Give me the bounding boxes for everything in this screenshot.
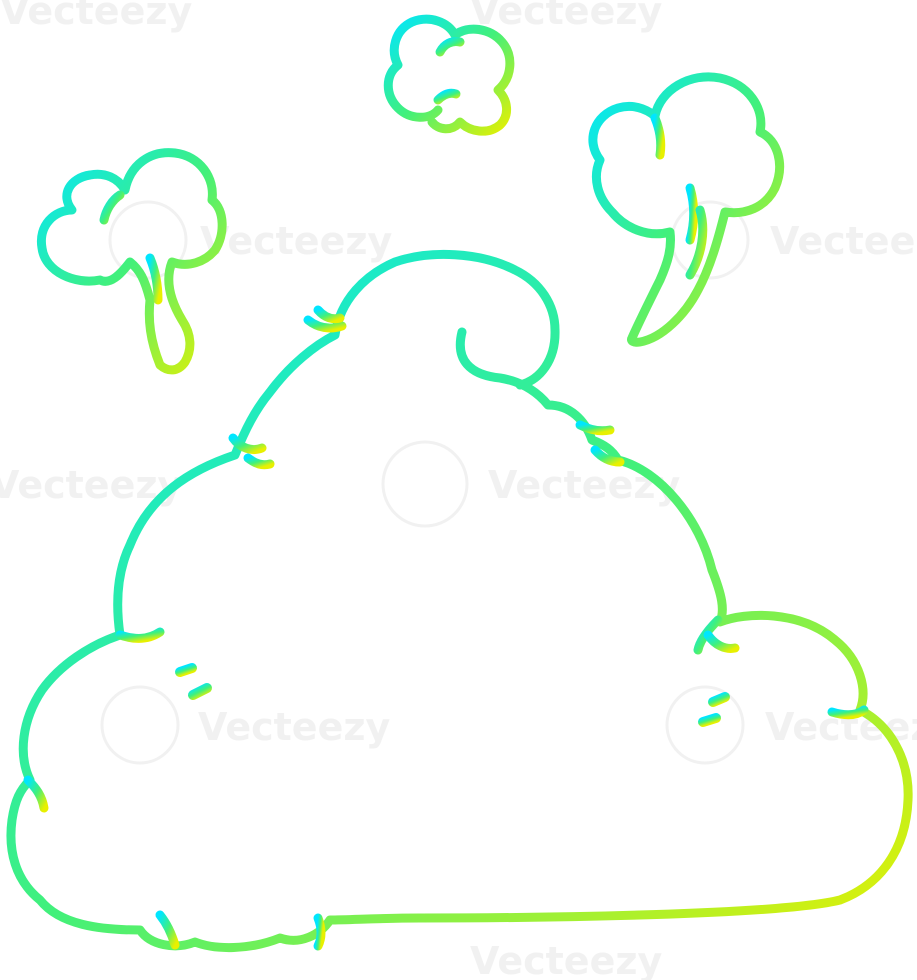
watermark-logo-icon	[100, 685, 180, 765]
cloud-detail-mark	[303, 315, 347, 333]
line-art	[6, 14, 913, 953]
cloud-eye-mark	[708, 692, 730, 707]
cloud-eye-mark	[188, 683, 212, 700]
right-puff-detail-mark	[685, 205, 708, 280]
watermark-text: Vecteezy	[488, 463, 680, 507]
cloud-detail-mark	[115, 627, 165, 643]
watermark-text: Vecteezy	[0, 463, 182, 507]
cloud-detail-mark	[827, 705, 869, 720]
right-puff-detail-mark	[685, 183, 699, 245]
cloud-detail-mark	[313, 305, 345, 324]
watermark-text: Vecteezy	[198, 705, 390, 749]
cloud-detail-mark	[243, 453, 275, 470]
middle-puff-detail-mark	[435, 37, 465, 57]
watermark-logo-icon	[381, 440, 469, 528]
watermark-text: Vecteezy	[200, 219, 392, 263]
cloud-detail-mark	[155, 910, 180, 950]
left-puff-detail-mark	[99, 190, 125, 225]
left-puff-detail-mark	[145, 253, 163, 305]
right-puff-detail-mark	[650, 113, 666, 160]
cloud-detail-mark	[590, 445, 625, 467]
watermark-logo-icon	[108, 200, 188, 280]
right-puff-cloud-icon	[588, 72, 785, 347]
cloud-eye-mark	[175, 663, 197, 677]
left-puff-cloud-icon	[36, 148, 227, 375]
cloud-detail-mark	[228, 433, 267, 455]
main-cloud-outline-icon	[6, 249, 913, 953]
watermark-text: Vecteezy	[0, 0, 192, 33]
watermark-logo-icon	[665, 685, 745, 765]
middle-puff-cloud-icon	[383, 14, 515, 136]
watermark-text: Vecteezy	[470, 0, 662, 33]
cloud-detail-mark	[23, 775, 49, 813]
middle-puff-detail-mark	[433, 88, 461, 105]
watermark-text: Vecteezy	[770, 219, 917, 263]
cloud-detail-mark	[703, 630, 740, 653]
watermark-text: Vecteezy	[470, 939, 662, 980]
cloud-detail-mark	[575, 420, 615, 436]
cloud-eye-mark	[698, 713, 721, 727]
cloud-detail-mark	[313, 913, 326, 951]
